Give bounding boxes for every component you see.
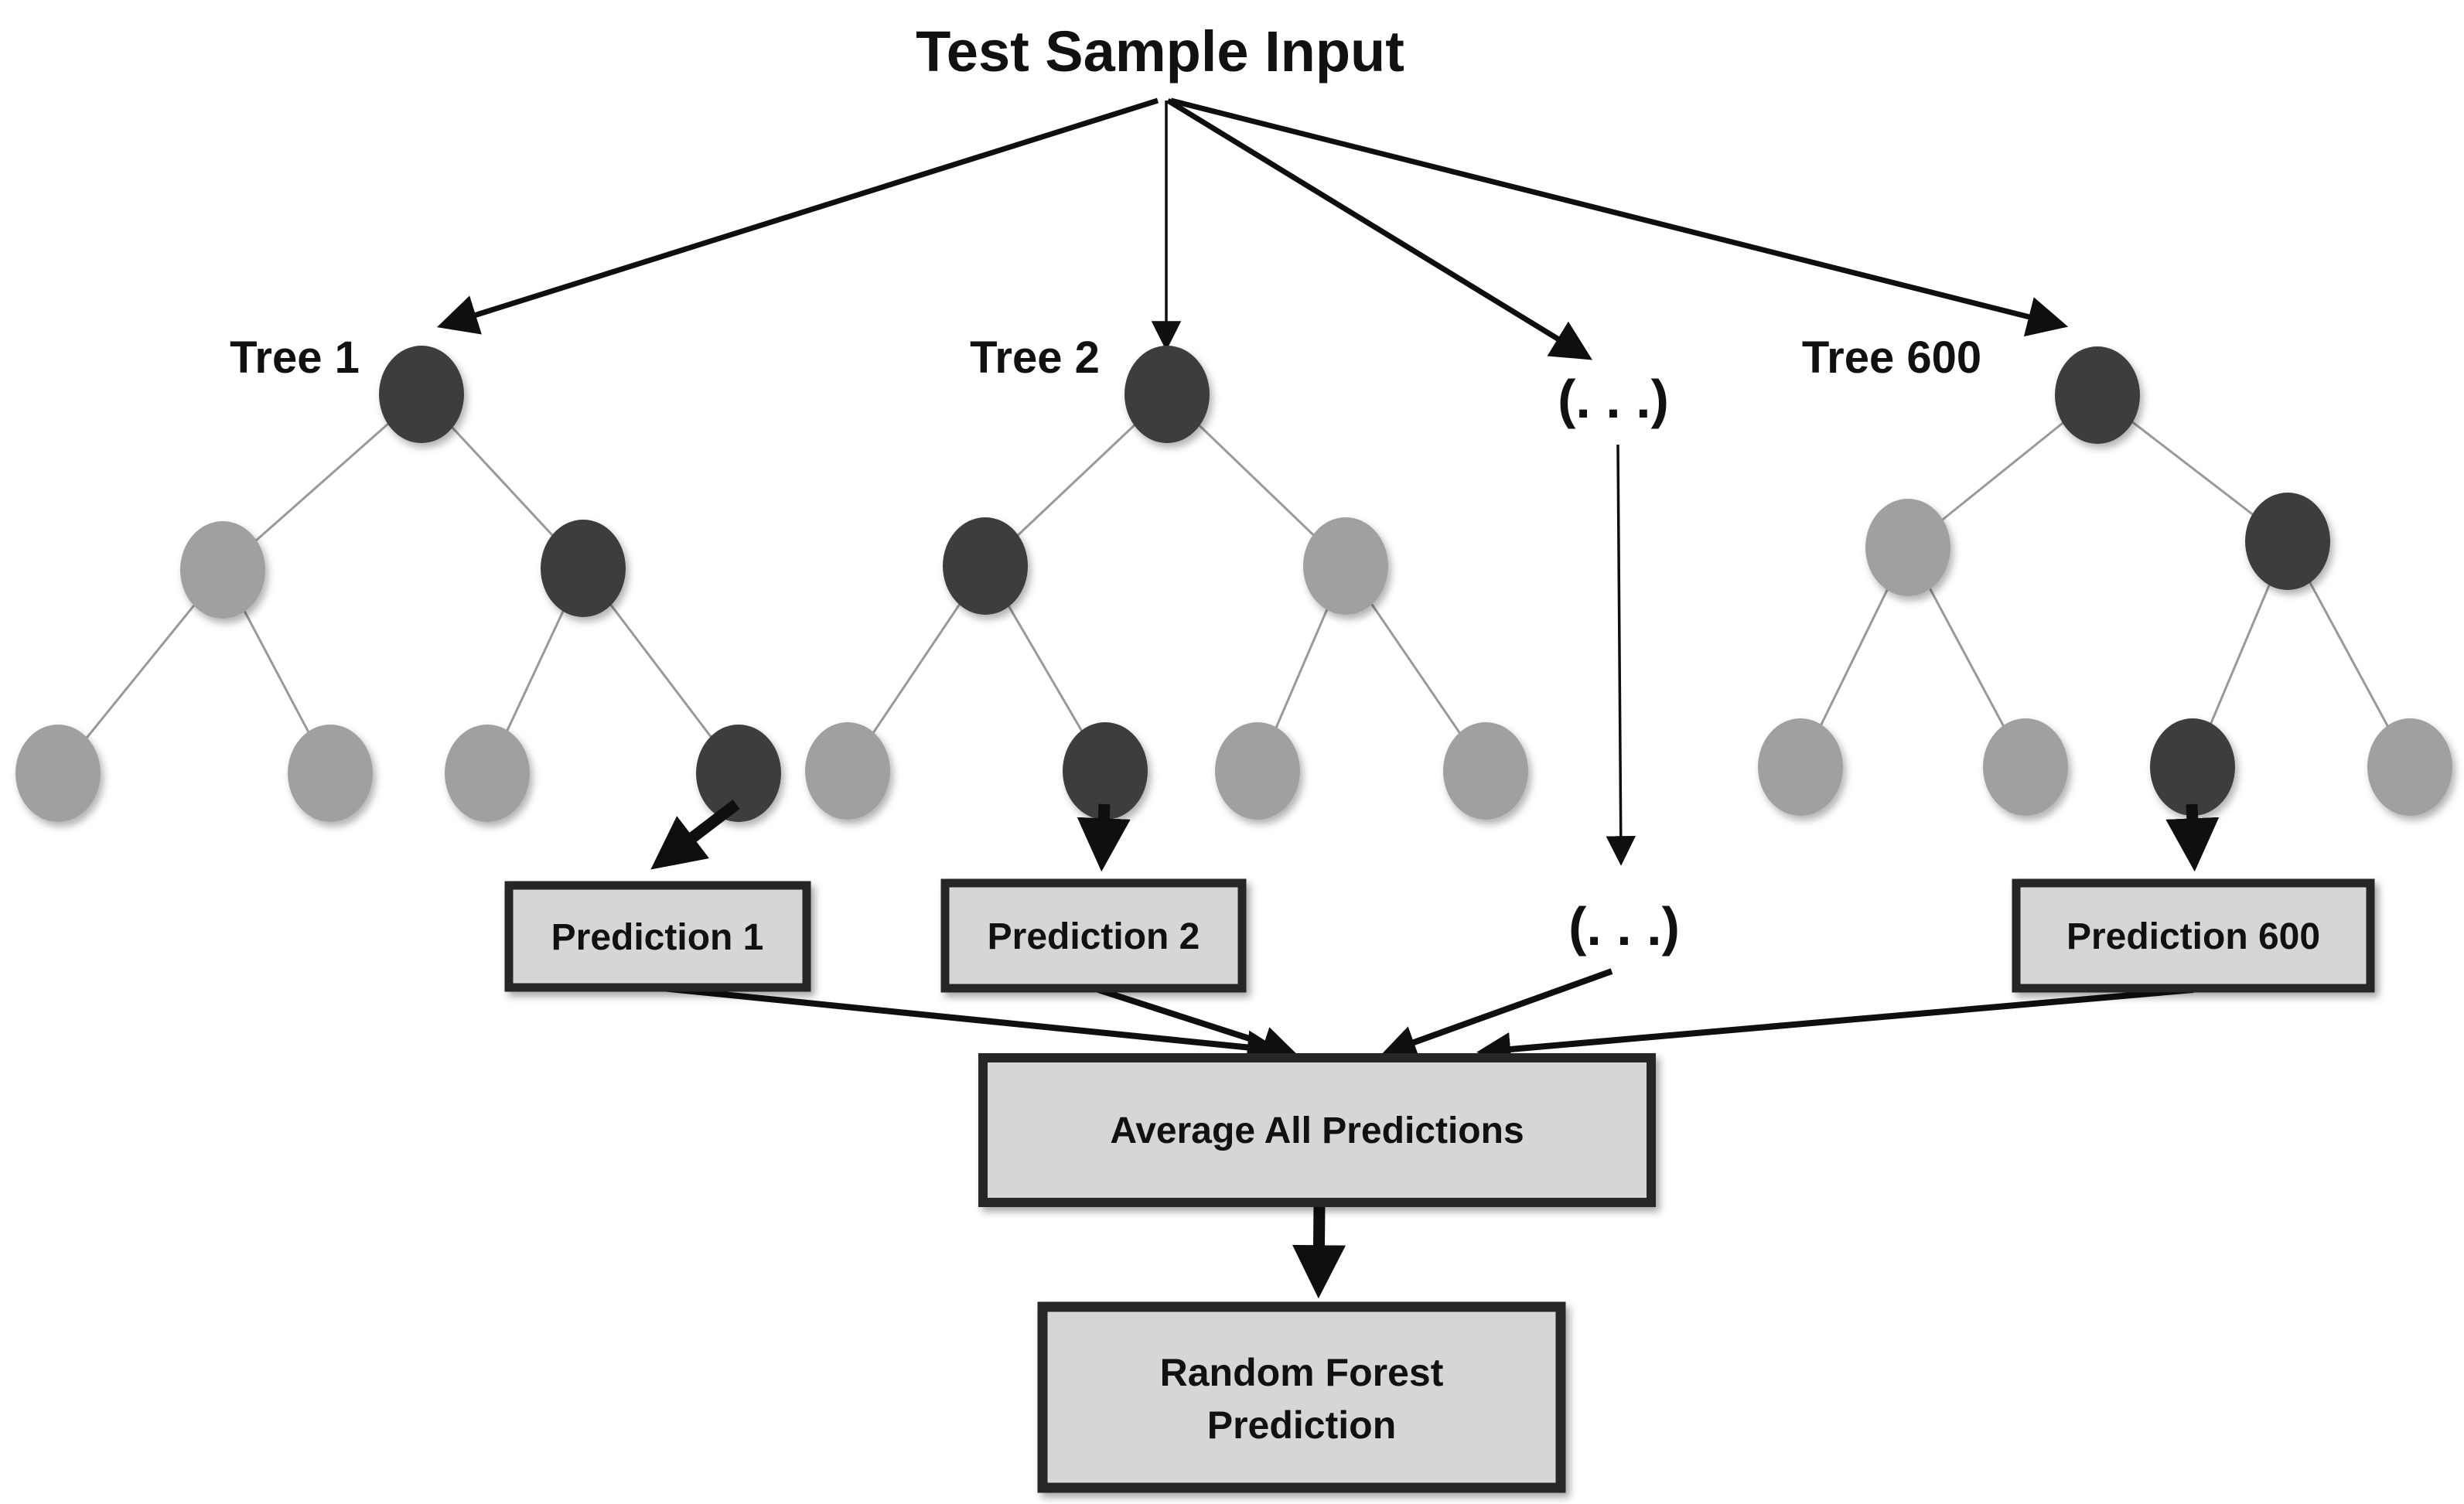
arrow-tree1-to-prediction1 — [650, 800, 740, 870]
arrow-prediction600-to-average — [1476, 987, 2194, 1066]
tree600-node-right — [2245, 493, 2330, 590]
prediction1-label: Prediction 1 — [551, 917, 764, 958]
prediction600-rect — [2012, 878, 2375, 993]
tree2-node-leaf4 — [1443, 722, 1528, 820]
tree2-node-right — [1303, 517, 1388, 615]
tree1-node-left — [180, 521, 265, 619]
tree600-node-leaf1 — [1758, 718, 1843, 816]
tree2-node-left — [943, 517, 1028, 615]
tree2-node-leaf1 — [805, 722, 890, 820]
tree600: Tree 600 — [1758, 333, 2452, 816]
average-rect — [978, 1053, 1656, 1207]
prediction600-box: Prediction 600 — [2012, 878, 2375, 993]
prediction1-box: Prediction 1 — [504, 881, 811, 992]
prediction1-rect — [504, 881, 811, 992]
prediction2-box: Prediction 2 — [940, 878, 1247, 993]
final-rect — [1037, 1301, 1566, 1493]
average-box: Average All Predictions — [978, 1053, 1656, 1207]
arrow-input-to-ellipsis — [1166, 98, 1592, 360]
tree2-node-root — [1124, 346, 1210, 443]
arrow-input-to-tree600 — [1170, 97, 2069, 337]
input-fan-arrows — [436, 97, 2069, 360]
tree2-node-leaf2 — [1063, 722, 1148, 820]
tree1-node-leaf4 — [696, 725, 781, 822]
ellipsis-top: (. . .) — [1558, 369, 1669, 429]
prediction600-label: Prediction 600 — [2066, 916, 2320, 957]
arrow-tree2-to-prediction2 — [1077, 803, 1131, 872]
tree600-node-leaf2 — [1983, 718, 2068, 816]
tree1-node-leaf3 — [445, 725, 530, 822]
ellipsis-bottom: (. . .) — [1568, 896, 1680, 957]
prediction2-label: Prediction 2 — [988, 916, 1200, 957]
final-box: Random Forest Prediction — [1037, 1301, 1566, 1493]
arrow-prediction1-to-average — [661, 985, 1281, 1065]
tree1-label: Tree 1 — [230, 333, 360, 383]
tree2: Tree 2 — [805, 333, 1528, 820]
tree600-node-leaf4 — [2367, 718, 2452, 816]
tree600-label: Tree 600 — [1802, 333, 1981, 383]
final-label-line2: Prediction — [1207, 1403, 1396, 1447]
average-label: Average All Predictions — [1110, 1110, 1524, 1151]
arrow-input-to-tree1 — [436, 97, 1159, 335]
arrow-ellipsis-to-average — [1381, 968, 1613, 1059]
tree600-node-left — [1865, 499, 1950, 596]
tree1-node-leaf2 — [288, 725, 373, 822]
arrow-ellipsis-down — [1606, 444, 1636, 866]
tree600-node-leaf3 — [2150, 718, 2235, 816]
prediction2-rect — [940, 878, 1247, 993]
tree1-node-right — [541, 520, 626, 617]
final-label-line1: Random Forest — [1160, 1351, 1444, 1394]
tree1-node-leaf1 — [15, 725, 101, 822]
arrow-tree600-to-prediction600 — [2165, 803, 2220, 872]
tree2-node-leaf3 — [1215, 722, 1300, 820]
tree1-node-root — [379, 346, 464, 443]
tree600-node-root — [2055, 346, 2140, 444]
tree2-label: Tree 2 — [970, 333, 1100, 383]
diagram-title: Test Sample Input — [916, 19, 1404, 84]
arrow-prediction2-to-average — [1097, 987, 1297, 1060]
tree1: Tree 1 — [15, 333, 781, 822]
